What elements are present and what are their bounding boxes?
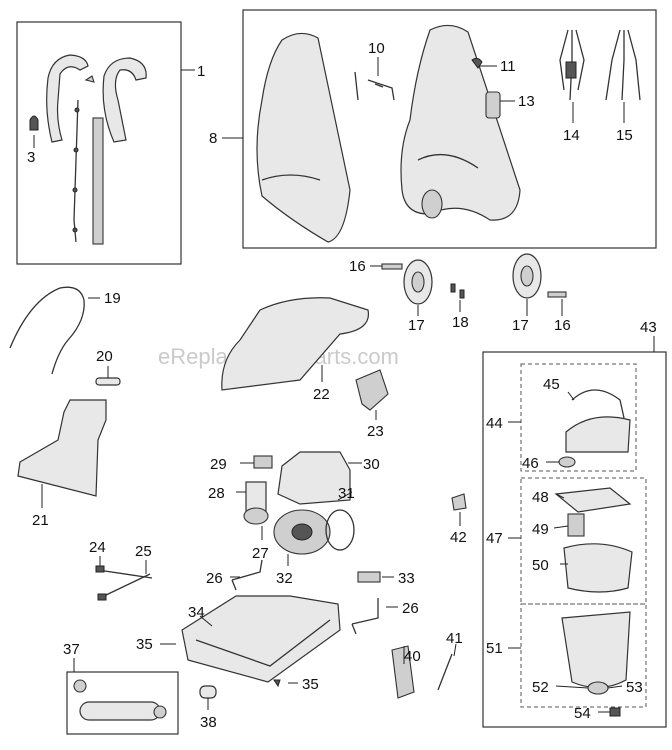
- motor-assembly-illustration: [243, 451, 355, 555]
- label-part-23: 23: [367, 423, 384, 440]
- label-part-48: 48: [532, 489, 549, 506]
- label-part-3: 3: [27, 149, 35, 166]
- label-part-45: 45: [543, 376, 560, 393]
- label-part-54: 54: [574, 705, 591, 722]
- knob-illustration: [451, 493, 467, 511]
- label-part-11: 11: [500, 58, 516, 75]
- label-part-52: 52: [532, 679, 549, 696]
- label-part-19: 19: [104, 290, 121, 307]
- base-illustration: [181, 595, 341, 683]
- label-part-26-left: 26: [206, 570, 223, 587]
- label-part-40: 40: [404, 648, 421, 665]
- label-part-1: 1: [197, 63, 205, 80]
- label-part-46: 46: [522, 455, 539, 472]
- tank-assembly-illustration: [554, 389, 633, 717]
- group-box-43: [482, 351, 667, 728]
- label-part-41: 41: [446, 630, 463, 647]
- hose-illustration: [9, 286, 85, 375]
- label-part-29: 29: [210, 456, 227, 473]
- label-part-17-right: 17: [512, 317, 529, 334]
- brush-roll-illustration: [73, 679, 167, 721]
- label-part-22: 22: [313, 386, 330, 403]
- label-part-47: 47: [486, 530, 503, 547]
- latch-rod-left-illustration: [231, 559, 263, 591]
- label-part-14: 14: [563, 127, 580, 144]
- label-part-53: 53: [626, 679, 643, 696]
- switch-33-illustration: [357, 571, 381, 583]
- label-part-43: 43: [640, 319, 657, 336]
- tank-cover-illustration: [221, 297, 370, 391]
- latch-illustration: [355, 369, 389, 411]
- brush-rod-illustration: [437, 653, 453, 691]
- pump-illustration: [391, 645, 415, 699]
- belt-illustration: [199, 685, 217, 699]
- label-part-21: 21: [32, 512, 49, 529]
- label-part-37: 37: [63, 641, 80, 658]
- spray-tube-illustration: [95, 565, 153, 601]
- label-part-49: 49: [532, 521, 549, 538]
- hood-body-illustration: [256, 24, 641, 243]
- nozzle-clip-illustration: [95, 377, 121, 386]
- label-part-35-left: 35: [136, 636, 153, 653]
- label-part-8: 8: [209, 130, 217, 147]
- label-part-33: 33: [398, 570, 415, 587]
- wheel-right-illustration: [512, 253, 567, 299]
- subgroup-box-44: [520, 363, 637, 472]
- screw-35-illustration: [273, 679, 281, 688]
- label-part-10: 10: [368, 40, 385, 57]
- group-box-1: [16, 21, 182, 265]
- subgroup-box-51: [520, 603, 647, 708]
- label-part-35-right: 35: [302, 676, 319, 693]
- nozzle-illustration: [17, 399, 107, 497]
- label-part-16-right: 16: [554, 317, 571, 334]
- label-part-42: 42: [450, 529, 467, 546]
- label-part-16-left: 16: [349, 258, 366, 275]
- label-part-26-right: 26: [402, 600, 419, 617]
- label-part-24: 24: [89, 539, 106, 556]
- label-part-15: 15: [616, 127, 633, 144]
- label-part-28: 28: [208, 485, 225, 502]
- group-box-37: [66, 671, 179, 735]
- label-part-30: 30: [363, 456, 380, 473]
- label-part-51: 51: [486, 640, 503, 657]
- group-box-8: [242, 9, 657, 249]
- label-part-25: 25: [135, 543, 152, 560]
- label-part-50: 50: [532, 557, 549, 574]
- label-part-38: 38: [200, 714, 217, 731]
- label-part-44: 44: [486, 415, 503, 432]
- label-part-17-left: 17: [408, 317, 425, 334]
- label-part-27: 27: [252, 545, 269, 562]
- label-part-18: 18: [452, 314, 469, 331]
- latch-rod-right-illustration: [351, 598, 379, 635]
- label-part-13: 13: [518, 93, 535, 110]
- axle-pin-illustration: [450, 283, 465, 299]
- label-part-31: 31: [338, 485, 355, 502]
- wheel-left-illustration: [381, 259, 433, 305]
- label-part-32: 32: [276, 570, 293, 587]
- handle-parts-illustration: [29, 54, 147, 245]
- label-part-34: 34: [188, 604, 205, 621]
- label-part-20: 20: [96, 348, 113, 365]
